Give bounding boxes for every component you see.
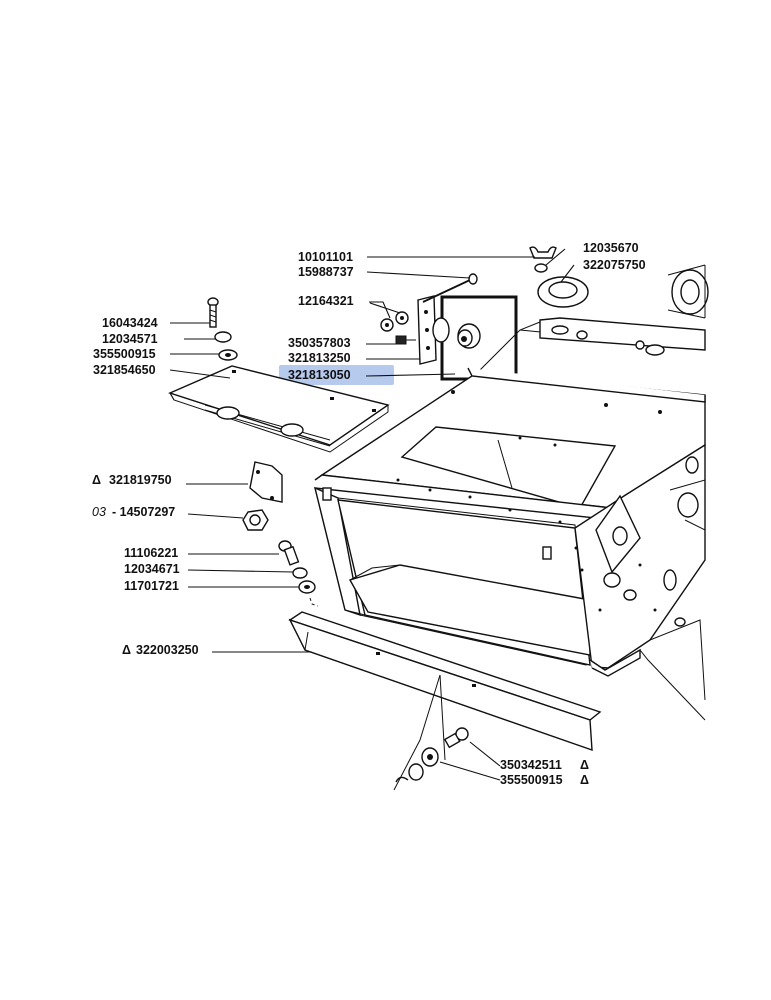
ring-seal-322075750: [537, 276, 589, 308]
label-12034571: 12034571: [102, 332, 158, 346]
bolt-350357803: [395, 335, 416, 345]
lock-washer-12034571: [214, 331, 232, 343]
delta-marker-321819750: Δ: [92, 473, 101, 487]
delta-marker-322003250: Δ: [122, 643, 131, 657]
label-11106221: 11106221: [124, 546, 178, 560]
label-322003250: 322003250: [136, 643, 199, 657]
main-housing: [313, 317, 706, 721]
label-321813250: 321813250: [288, 351, 351, 365]
label-11701721: 11701721: [124, 579, 179, 593]
label-355500915-bottom: 355500915: [500, 773, 563, 787]
label-322075750: 322075750: [583, 258, 646, 272]
delta-marker-350342511: Δ: [580, 758, 589, 772]
lock-washer-12034671: [292, 567, 308, 579]
label-321819750: 321819750: [109, 473, 172, 487]
cover-panel: [168, 365, 390, 453]
hinge-bracket: [417, 295, 450, 365]
label-15988737: 15988737: [298, 265, 354, 279]
label-355500915-top: 355500915: [93, 347, 156, 361]
selected-label-highlight: [279, 365, 394, 385]
label-14507297: - 14507297: [112, 505, 175, 519]
bolt-350342511: [443, 727, 469, 749]
label-350342511: 350342511: [500, 758, 562, 772]
bolt-11106221: [278, 540, 300, 566]
label-350357803: 350357803: [288, 336, 351, 350]
flange-fitting: [667, 264, 709, 319]
bushing-321813050: [457, 323, 481, 349]
leader-lines: [169, 248, 575, 781]
label-14507297-prefix: 03: [92, 505, 106, 519]
label-321813050: 321813050: [288, 368, 351, 382]
long-bolt-15988737: [422, 273, 478, 303]
nut-14507297: [242, 509, 269, 531]
label-16043424: 16043424: [102, 316, 158, 330]
bolt-16043424: [207, 297, 219, 328]
cover-plate-321819750: [249, 461, 283, 503]
label-10101101: 10101101: [298, 250, 353, 264]
label-12164321: 12164321: [298, 294, 354, 308]
wing-nut-12035670: [529, 246, 557, 273]
label-12035670: 12035670: [583, 241, 639, 255]
label-12034671: 12034671: [124, 562, 180, 576]
delta-marker-355500915: Δ: [580, 773, 589, 787]
nut-pair-12164321: [380, 311, 409, 332]
label-321854650: 321854650: [93, 363, 156, 377]
washer-partial: [408, 763, 424, 781]
